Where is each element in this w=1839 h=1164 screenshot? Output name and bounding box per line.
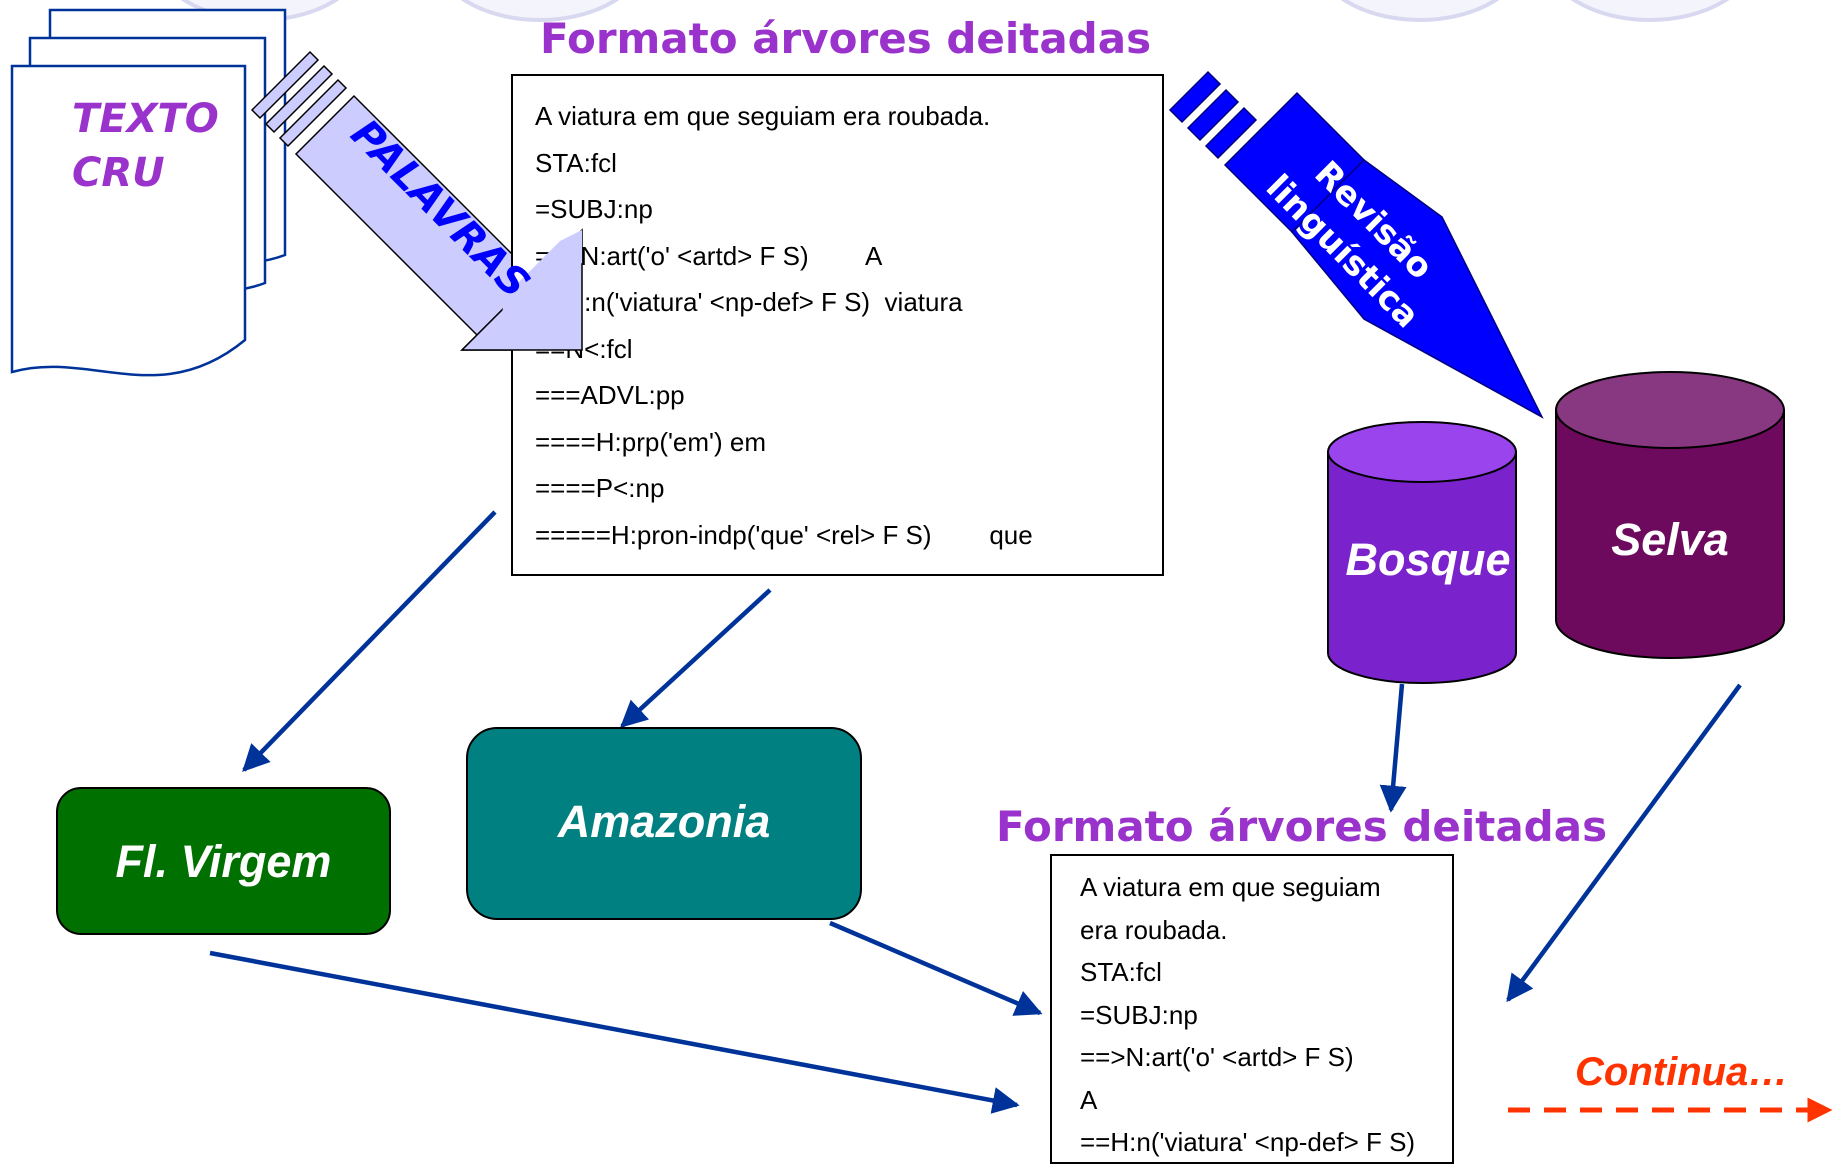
parse-line: ==>N:art('o' <artd> F S) A <box>535 240 883 271</box>
parse-line: A <box>1080 1084 1098 1115</box>
parse-box-top: A viatura em que seguiam era roubada. ST… <box>511 74 1164 576</box>
parse-line: =====H:pron-indp('que' <rel> F S) que <box>535 519 1033 550</box>
heading-bottom: Formato árvores deitadas <box>996 802 1608 851</box>
raw-text-line-1: TEXTO <box>72 96 219 142</box>
parse-line: ====P<:np <box>535 473 665 503</box>
parse-line: ==H:n('viatura' <np-def> F S) <box>1080 1127 1416 1157</box>
decor-circle-4 <box>1570 0 1730 22</box>
continua-label: Continua… <box>1575 1050 1789 1094</box>
decor-circle-2 <box>460 0 620 22</box>
parse-line: ====H:prp('em') em <box>535 426 767 457</box>
selva-label: Selva <box>1611 514 1729 565</box>
bosque-cylinder <box>1327 421 1517 684</box>
connector-amazonia-to-box <box>829 920 1043 1016</box>
parse-line: STA:fcl <box>1080 957 1162 987</box>
connector-to-amazonia <box>620 588 772 728</box>
fl-virgem-box <box>56 787 391 935</box>
heading-top: Formato árvores deitadas <box>540 14 1152 63</box>
connector-to-fl-virgem <box>242 510 497 772</box>
parse-line: STA:fcl <box>535 147 617 178</box>
connectors <box>209 510 1833 1123</box>
connector-selva-down <box>1506 683 1742 1003</box>
parse-line: era roubada. <box>1080 914 1228 945</box>
parse-line: ==H:n('viatura' <np-def> F S) viatura <box>535 287 963 317</box>
parse-line: =SUBJ:np <box>1080 999 1198 1030</box>
parse-line: ==>N:art('o' <artd> F S) <box>1080 1042 1354 1072</box>
raw-text-document-icon <box>10 8 287 377</box>
raw-text-line-2: CRU <box>72 150 165 196</box>
parse-line: ==N<:fcl <box>535 333 633 364</box>
decor-circle-3 <box>1340 0 1500 22</box>
connector-fl-virgem-to-box <box>209 950 1020 1114</box>
connector-bosque-down <box>1379 683 1407 813</box>
raw-text-label: TEXTO CRU <box>72 92 219 200</box>
fl-virgem-label: Fl. Virgem <box>115 836 332 887</box>
amazonia-box <box>466 727 862 920</box>
bosque-label: Bosque <box>1345 534 1511 585</box>
revision-arrow <box>1168 70 1544 419</box>
amazonia-label: Amazonia <box>557 796 771 847</box>
parse-line: A viatura em que seguiam era roubada. <box>535 101 991 131</box>
selva-cylinder <box>1555 371 1785 659</box>
parse-line: =SUBJ:np <box>535 194 653 224</box>
parse-line: A viatura em que seguiam <box>1080 872 1381 902</box>
parse-box-bottom: A viatura em que seguiam era roubada. ST… <box>1050 854 1454 1164</box>
parse-line: ===ADVL:pp <box>535 380 685 410</box>
